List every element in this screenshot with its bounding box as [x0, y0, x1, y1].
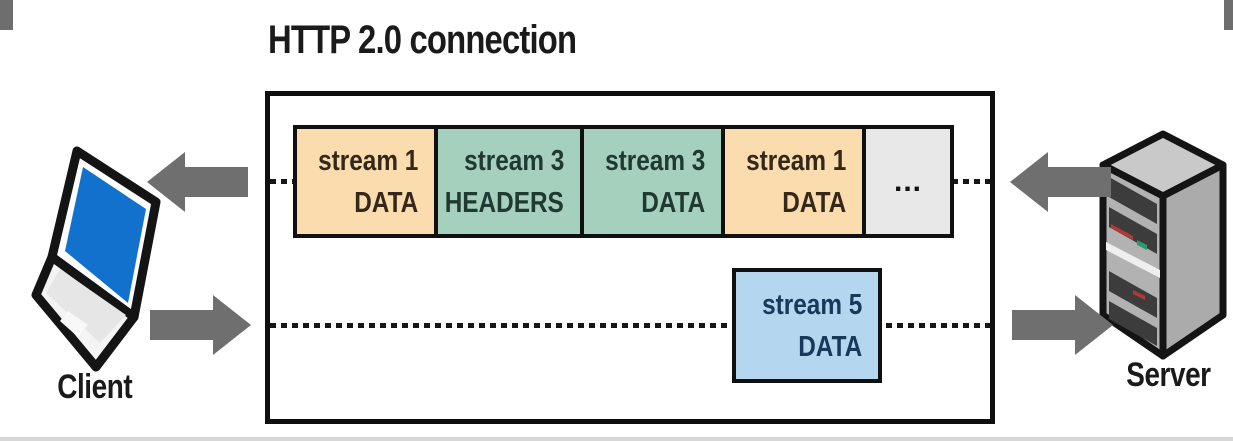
laptop-icon — [30, 145, 170, 375]
arrow-left-to-client-icon — [145, 150, 250, 214]
frame-type-label: DATA — [797, 330, 862, 363]
frame-stream-label: stream 5 — [761, 288, 862, 321]
frame-stream-label: stream 3 — [604, 144, 705, 177]
frame-stream-label: stream 3 — [463, 144, 564, 177]
http2-connection-box: stream 1 DATA stream 3 HEADERS stream 3 … — [265, 91, 995, 424]
client-bound-frame-row: stream 1 DATA stream 3 HEADERS stream 3 … — [293, 125, 954, 238]
diagram-title: HTTP 2.0 connection — [268, 18, 644, 63]
ellipsis-label: ... — [893, 164, 922, 198]
screen-edge-artifact — [0, 0, 13, 30]
frame-stream1-data: stream 1 DATA — [293, 125, 438, 238]
arrow-right-to-server-icon — [1010, 293, 1115, 357]
frame-type-label: DATA — [640, 186, 705, 219]
server-tower-icon — [1093, 128, 1233, 363]
frame-type-label: HEADERS — [444, 186, 564, 219]
screen-edge-artifact — [0, 437, 1233, 441]
arrow-right-from-client-icon — [148, 293, 253, 357]
frame-stream3-data: stream 3 DATA — [580, 125, 725, 238]
client-label: Client — [57, 368, 133, 406]
frame-stream5-data: stream 5 DATA — [732, 268, 882, 383]
server-label: Server — [1125, 356, 1211, 394]
diagram-title-text: HTTP 2.0 connection — [268, 18, 577, 62]
frame-more-ellipsis: ... — [862, 125, 954, 238]
frame-stream-label: stream 1 — [745, 144, 846, 177]
screen-edge-artifact — [1224, 0, 1233, 30]
frame-type-label: DATA — [353, 186, 418, 219]
frame-stream1-data-2: stream 1 DATA — [721, 125, 866, 238]
frame-type-label: DATA — [781, 186, 846, 219]
server-bound-dotted-line — [270, 323, 990, 328]
frame-stream-label: stream 1 — [317, 144, 418, 177]
frame-stream3-headers: stream 3 HEADERS — [434, 125, 584, 238]
arrow-left-from-server-icon — [1008, 150, 1113, 214]
